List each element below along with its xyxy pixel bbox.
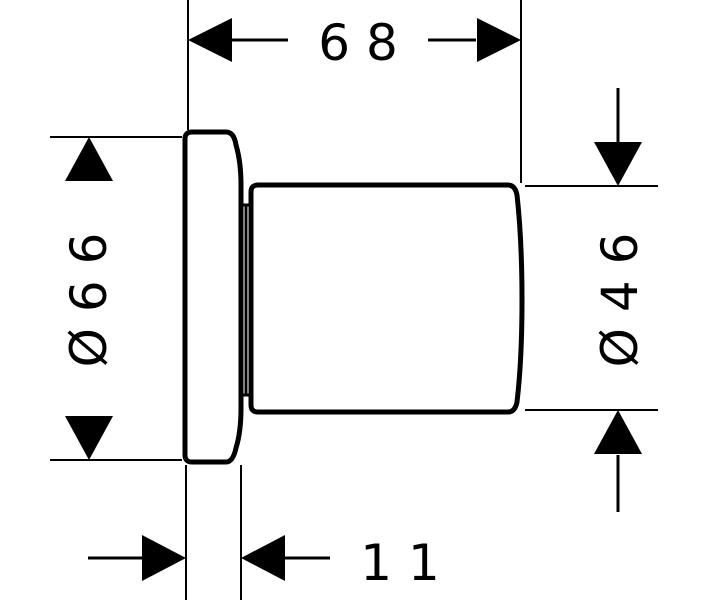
arrowhead-up: [594, 410, 642, 454]
rosette-diameter-label: Ø 6 6: [60, 233, 118, 368]
arrowhead-right: [142, 535, 186, 581]
rosette-plate: [182, 129, 244, 465]
arrowhead-left: [241, 535, 285, 581]
dimension-rosette-depth: 1 1: [88, 534, 440, 592]
width-label: 6 8: [318, 14, 398, 72]
arrowhead-up: [65, 416, 113, 460]
depth-label: 1 1: [360, 534, 440, 592]
neck: [241, 203, 249, 397]
cylinder-body: [248, 182, 525, 415]
body-diameter-label: Ø 4 6: [591, 233, 649, 368]
arrowhead-right: [477, 18, 521, 62]
arrowhead-down: [594, 142, 642, 186]
dimension-width: 6 8: [188, 14, 521, 72]
extension-lines: [50, 0, 658, 600]
dimension-body-diameter: Ø 4 6: [591, 88, 649, 512]
dimension-rosette-diameter: Ø 6 6: [60, 137, 118, 460]
part-outline: [182, 129, 525, 465]
arrowhead-down: [65, 137, 113, 181]
arrowhead-left: [188, 18, 232, 62]
